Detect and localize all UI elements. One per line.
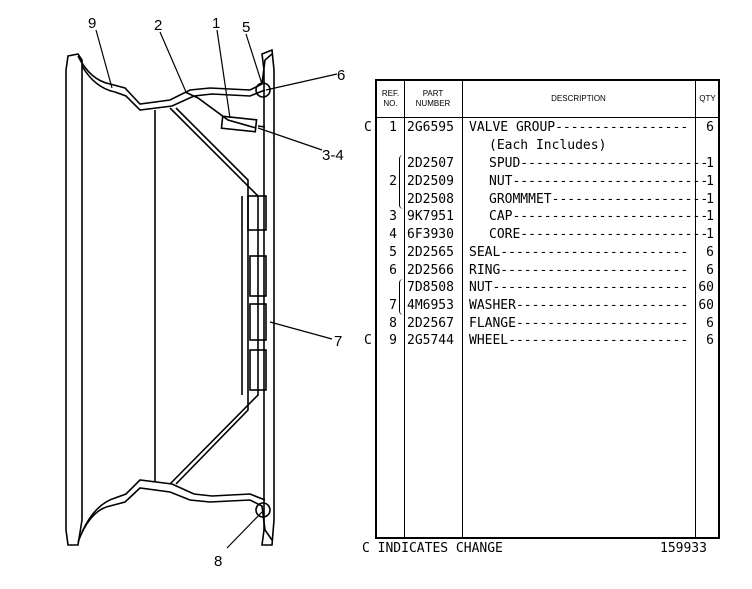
description-cell: CAP-------------------------------- <box>489 209 707 224</box>
part-number-cell: 2G5744 <box>407 333 454 348</box>
table-row: (Each Includes) <box>377 137 718 155</box>
qty-cell: 6 <box>706 245 714 260</box>
group-brace <box>399 279 403 315</box>
description-cell: SPUD------------------------------- <box>489 156 707 171</box>
ref-no-cell: 2 <box>389 174 397 189</box>
header-part-number: PART NUMBER <box>415 89 451 108</box>
ref-no-cell: 7 <box>389 298 397 313</box>
table-row: 7D8508 NUT-------------------------------… <box>377 279 718 297</box>
callout-8: 8 <box>214 553 222 570</box>
description-cell: WHEEL----------------------------------- <box>469 333 687 348</box>
description-cell: (Each Includes) <box>489 138 607 153</box>
flange-nuts <box>241 195 267 395</box>
qty-cell: 1 <box>706 227 714 242</box>
header-divider <box>377 117 718 118</box>
change-indicator-note: C INDICATES CHANGE <box>362 541 503 556</box>
callout-7: 7 <box>334 333 342 350</box>
header-qty: QTY <box>699 94 716 103</box>
ref-no-cell: 1 <box>389 120 397 135</box>
ref-no-cell: 3 <box>389 209 397 224</box>
description-cell: RING----------------------------------- <box>469 263 687 278</box>
seal-ring-bottom <box>255 502 271 518</box>
ref-no-cell: 6 <box>389 263 397 278</box>
callout-6: 6 <box>337 67 345 84</box>
qty-cell: 6 <box>706 120 714 135</box>
seal-ring-top <box>255 82 271 98</box>
change-mark: C <box>364 120 372 135</box>
description-cell: FLANGE---------------------------------- <box>469 316 687 331</box>
ref-no-cell: 9 <box>389 333 397 348</box>
qty-cell: 60 <box>698 280 714 295</box>
header-ref-no: REF. NO. <box>381 89 400 108</box>
qty-cell: 60 <box>698 298 714 313</box>
table-row: 8 2D2567 FLANGE---------------------------… <box>377 315 718 333</box>
ref-no-cell: 5 <box>389 245 397 260</box>
part-number-cell: 2D2565 <box>407 245 454 260</box>
qty-cell: 1 <box>706 209 714 224</box>
valve-stem <box>184 91 266 133</box>
change-mark: C <box>364 333 372 348</box>
qty-cell: 1 <box>706 156 714 171</box>
part-number-cell: 7D8508 <box>407 280 454 295</box>
qty-cell: 1 <box>706 174 714 189</box>
table-row: 4 6F3930 CORE-----------------------------… <box>377 226 718 244</box>
header-description: DESCRIPTION <box>551 94 606 103</box>
table-row: 2 2D2509 NUT------------------------------… <box>377 173 718 191</box>
part-number-cell: 2D2507 <box>407 156 454 171</box>
left-rim <box>65 53 83 546</box>
callout-9: 9 <box>88 15 96 32</box>
part-number-cell: 2D2509 <box>407 174 454 189</box>
right-rim <box>261 48 275 546</box>
callout-1: 1 <box>212 15 220 32</box>
qty-cell: 1 <box>706 192 714 207</box>
part-number-cell: 4M6953 <box>407 298 454 313</box>
description-cell: WASHER---------------------------------- <box>469 298 687 313</box>
callout-5: 5 <box>242 19 250 36</box>
table-row: 5 2D2565 SEAL-----------------------------… <box>377 244 718 262</box>
ref-no-cell: 4 <box>389 227 397 242</box>
description-cell: GROMMMET------------------------ <box>489 192 707 207</box>
table-row: 2D2508 GROMMMET------------------------1 <box>377 191 718 209</box>
col-divider <box>404 81 405 537</box>
part-number-cell: 2G6595 <box>407 120 454 135</box>
table-row: 7 4M6953 WASHER---------------------------… <box>377 297 718 315</box>
group-brace <box>399 155 403 209</box>
wheel-upper-profile <box>77 53 273 105</box>
table-row: 1 2G6595 VALVE GROUP----------------------… <box>377 119 718 137</box>
qty-cell: 6 <box>706 263 714 278</box>
col-divider <box>695 81 696 537</box>
qty-cell: 6 <box>706 316 714 331</box>
callout-2: 2 <box>154 17 162 34</box>
part-number-cell: 2D2566 <box>407 263 454 278</box>
description-cell: SEAL----------------------------------- <box>469 245 687 260</box>
qty-cell: 6 <box>706 333 714 348</box>
ref-no-cell: 8 <box>389 316 397 331</box>
table-row: 3 9K7951 CAP------------------------------… <box>377 208 718 226</box>
table-row: 2D2507 SPUD------------------------------… <box>377 155 718 173</box>
callout-3-4: 3-4 <box>322 147 344 164</box>
part-number-cell: 6F3930 <box>407 227 454 242</box>
description-cell: NUT------------------------------------- <box>469 280 687 295</box>
description-cell: VALVE GROUP-----------------------------… <box>469 120 687 135</box>
wheel-lower-profile <box>77 487 273 543</box>
part-number-cell: 2D2508 <box>407 192 454 207</box>
col-divider <box>462 81 463 537</box>
description-cell: CORE------------------------------- <box>489 227 707 242</box>
wheel-cross-section-diagram: 9 2 1 5 6 3-4 7 8 <box>65 15 345 570</box>
table-row: 6 2D2566 RING-----------------------------… <box>377 262 718 280</box>
part-number-cell: 9K7951 <box>407 209 454 224</box>
description-cell: NUT-------------------------------- <box>489 174 707 189</box>
part-number-cell: 2D2567 <box>407 316 454 331</box>
document-number: 159933 <box>660 541 707 556</box>
table-row: 9 2G5744 WHEEL----------------------------… <box>377 332 718 350</box>
